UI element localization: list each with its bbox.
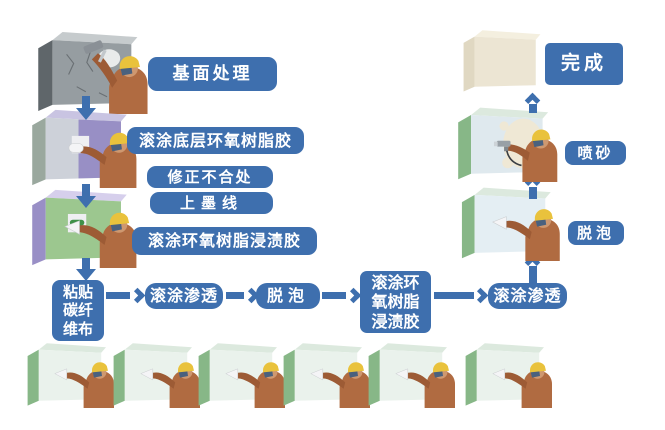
step-label-roll-primer-epoxy: 滚涂底层环氧树脂胶 xyxy=(127,127,304,154)
flow-arrow-down-1-shaft xyxy=(82,96,90,109)
step-label-fix-mismatch: 修正不合处 xyxy=(147,166,273,188)
illustration-bottom-step-3 xyxy=(197,340,301,408)
roll-impregnating-epoxy-2-line-3: 浸渍胶 xyxy=(371,311,420,331)
flow-arrow-right-3-head xyxy=(345,287,362,304)
flow-arrow-up-2-shaft xyxy=(529,187,537,199)
flow-arrow-up-3-shaft xyxy=(529,104,537,113)
flow-arrow-right-4-shaft xyxy=(434,292,474,299)
flow-arrow-down-3-shaft xyxy=(82,258,90,270)
illustration-bottom-step-4 xyxy=(282,340,386,408)
illustration-base-treatment xyxy=(36,28,168,114)
step-label-paste-carbon-fiber: 粘贴 碳纤 维布 xyxy=(52,280,104,341)
paste-carbon-fiber-line-2: 碳纤 xyxy=(62,301,93,320)
illustration-bottom-step-2 xyxy=(112,340,216,408)
illustration-bottom-step-1 xyxy=(26,340,130,408)
paste-carbon-fiber-line-1: 粘贴 xyxy=(62,283,93,302)
flow-arrow-right-1-head xyxy=(129,287,146,304)
flow-arrow-right-3-shaft xyxy=(322,292,346,299)
flow-arrow-up-1-shaft xyxy=(529,266,537,283)
step-label-roll-penetrate-2: 滚涂渗透 xyxy=(488,283,567,309)
illustration-bottom-step-5 xyxy=(367,340,471,408)
flow-arrow-down-2-head xyxy=(76,196,96,208)
paste-carbon-fiber-line-3: 维布 xyxy=(62,319,93,338)
step-label-defoam-1: 脱泡 xyxy=(256,283,320,309)
step-label-ink-line: 上墨线 xyxy=(150,192,273,214)
step-label-roll-penetrate-1: 滚涂渗透 xyxy=(145,283,223,309)
illustration-bottom-step-6 xyxy=(464,340,568,408)
step-label-defoam-2: 脱泡 xyxy=(568,221,624,245)
roll-impregnating-epoxy-2-line-1: 滚涂环 xyxy=(371,272,420,292)
flow-arrow-right-4-head xyxy=(472,287,489,304)
step-label-roll-impregnating-epoxy-2: 滚涂环 氧树脂 浸渍胶 xyxy=(360,271,431,333)
flow-arrow-down-2-shaft xyxy=(82,184,90,197)
flow-arrow-right-2-shaft xyxy=(226,292,244,299)
flow-arrow-down-1-head xyxy=(76,108,96,120)
step-label-roll-impregnating-epoxy: 滚涂环氧树脂浸渍胶 xyxy=(132,227,317,255)
flow-arrow-right-1-shaft xyxy=(106,292,130,299)
step-label-sandblast: 喷砂 xyxy=(565,141,626,165)
step-label-base-treatment: 基面处理 xyxy=(148,57,277,91)
illustration-defoam-right xyxy=(460,184,578,261)
illustration-sandblast xyxy=(456,104,576,182)
flow-arrow-down-3-head xyxy=(76,269,96,281)
illustration-finished-cube xyxy=(462,27,564,94)
illustration-paste-carbon-fiber xyxy=(30,186,156,268)
roll-impregnating-epoxy-2-line-2: 氧树脂 xyxy=(371,292,420,312)
step-label-complete: 完成 xyxy=(545,43,623,85)
illustration-roll-primer xyxy=(30,106,156,188)
